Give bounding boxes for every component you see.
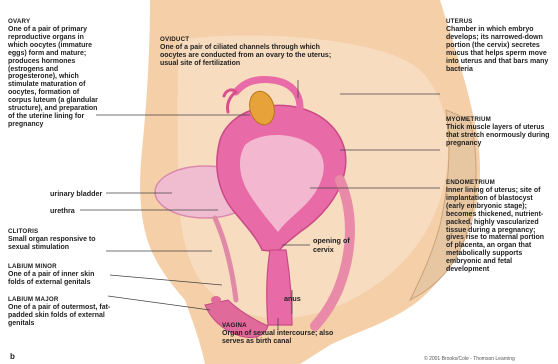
vagina-label: VAGINA Organ of sexual intercourse; also… — [222, 322, 352, 346]
vagina-shape — [267, 250, 292, 325]
clitoris-title: CLITORIS — [8, 228, 112, 235]
vagina-title: VAGINA — [222, 322, 352, 329]
copyright-notice: © 2001 Brooks/Cole - Thomson Learning — [424, 356, 515, 362]
labium-minor-description: One of a pair of inner skin folds of ext… — [8, 271, 112, 287]
uterus-label: UTERUS Chamber in which embryo develops;… — [446, 18, 552, 73]
ovary-label: OVARY One of a pair of primary reproduct… — [8, 18, 104, 129]
myometrium-title: MYOMETRIUM — [446, 116, 552, 123]
uterus-title: UTERUS — [446, 18, 552, 25]
clitoris-description: Small organ responsive to sexual stimula… — [8, 236, 112, 252]
labium-major-title: LABIUM MAJOR — [8, 296, 116, 303]
anus-label: anus — [284, 294, 301, 303]
oviduct-description: One of a pair of ciliated channels throu… — [160, 44, 338, 68]
clitoris-shape — [211, 296, 221, 304]
figure-letter: b — [10, 352, 15, 361]
oviduct-title: OVIDUCT — [160, 36, 338, 43]
oviduct-label: OVIDUCT One of a pair of ciliated channe… — [160, 36, 338, 68]
endometrium-description: Inner lining of uterus; site of implanta… — [446, 187, 552, 274]
vagina-description: Organ of sexual intercourse; also serves… — [222, 330, 352, 346]
urethra-label: urethra — [50, 206, 75, 215]
opening-of-cervix-label: opening of cervix — [313, 236, 357, 254]
uterus-description: Chamber in which embryo develops; its na… — [446, 26, 552, 73]
clitoris-label: CLITORIS Small organ responsive to sexua… — [8, 228, 112, 252]
ovary-description: One of a pair of primary reproductive or… — [8, 26, 104, 129]
endometrium-label: ENDOMETRIUM Inner lining of uterus; site… — [446, 179, 552, 274]
labium-major-label: LABIUM MAJOR One of a pair of outermost,… — [8, 296, 116, 328]
myometrium-label: MYOMETRIUM Thick muscle layers of uterus… — [446, 116, 552, 148]
labium-minor-title: LABIUM MINOR — [8, 263, 112, 270]
ovary-title: OVARY — [8, 18, 104, 25]
urinary-bladder-label: urinary bladder — [50, 189, 102, 198]
endometrium-title: ENDOMETRIUM — [446, 179, 552, 186]
myometrium-description: Thick muscle layers of uterus that stret… — [446, 124, 552, 148]
labium-major-description: One of a pair of outermost, fat-padded s… — [8, 304, 116, 328]
labium-minor-label: LABIUM MINOR One of a pair of inner skin… — [8, 263, 112, 287]
